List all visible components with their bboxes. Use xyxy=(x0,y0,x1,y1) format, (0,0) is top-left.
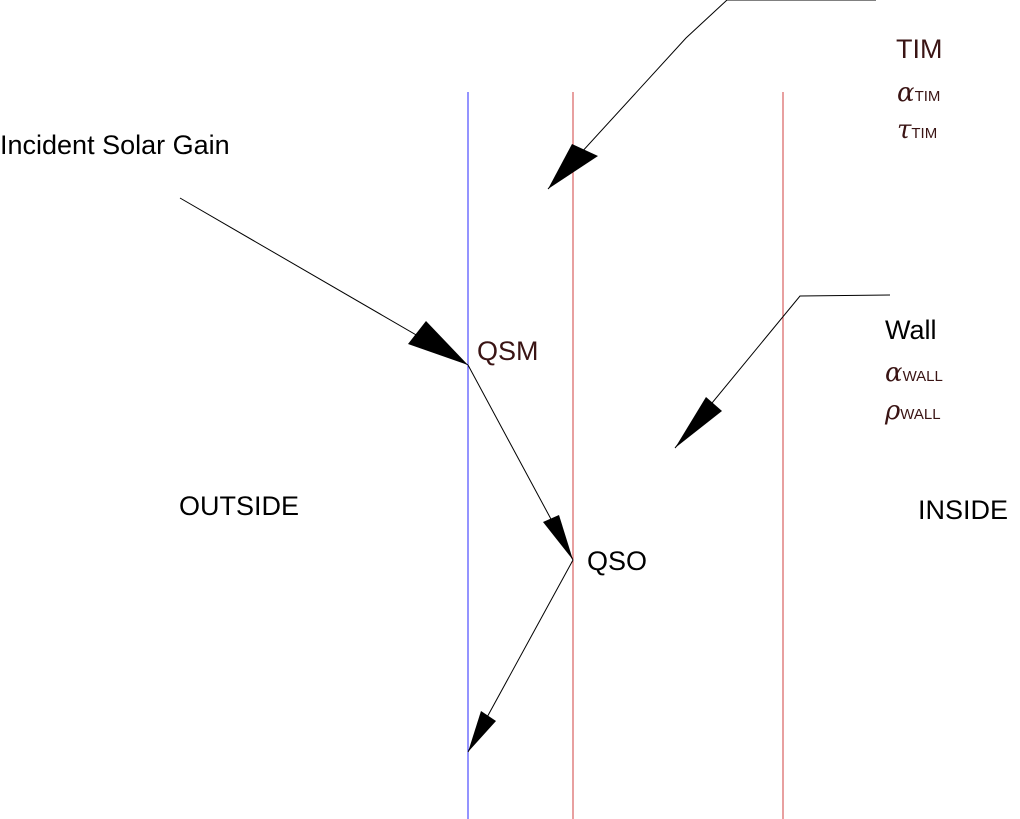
tim-tau-symbol: τ xyxy=(897,115,912,145)
wall-alpha-subscript: WALL xyxy=(902,368,943,385)
wall-rho-symbol: ρ xyxy=(885,396,901,426)
tim-tau-param: τTIM xyxy=(897,117,937,143)
inside-label: INSIDE xyxy=(918,495,1009,525)
incident-arrowhead xyxy=(408,321,468,365)
tim-leader-arrowhead xyxy=(548,144,598,189)
wall-rho-param: ρWALL xyxy=(885,398,941,424)
tim-alpha-subscript: TIM xyxy=(914,88,941,105)
wall-label: Wall xyxy=(885,315,937,345)
wall-alpha-param: αWALL xyxy=(885,360,943,386)
qsm-to-qso-arrowhead xyxy=(543,515,573,560)
tim-leader-line xyxy=(547,0,876,190)
tim-tau-subscript: TIM xyxy=(911,125,938,142)
outside-label: OUTSIDE xyxy=(179,491,300,521)
wall-leader-arrowhead xyxy=(675,397,722,448)
wall-alpha-symbol: α xyxy=(885,358,903,388)
wall-rho-subscript: WALL xyxy=(900,406,941,423)
tim-label: TIM xyxy=(896,34,943,64)
incident-solar-gain-label: Incident Solar Gain xyxy=(0,130,230,160)
qso-label: QSO xyxy=(587,546,648,576)
tim-alpha-symbol: α xyxy=(897,78,915,108)
qso-outward-arrowhead xyxy=(468,711,496,752)
wall-leader-line xyxy=(674,294,891,449)
qsm-label: QSM xyxy=(477,336,539,366)
tim-alpha-param: αTIM xyxy=(897,80,940,106)
